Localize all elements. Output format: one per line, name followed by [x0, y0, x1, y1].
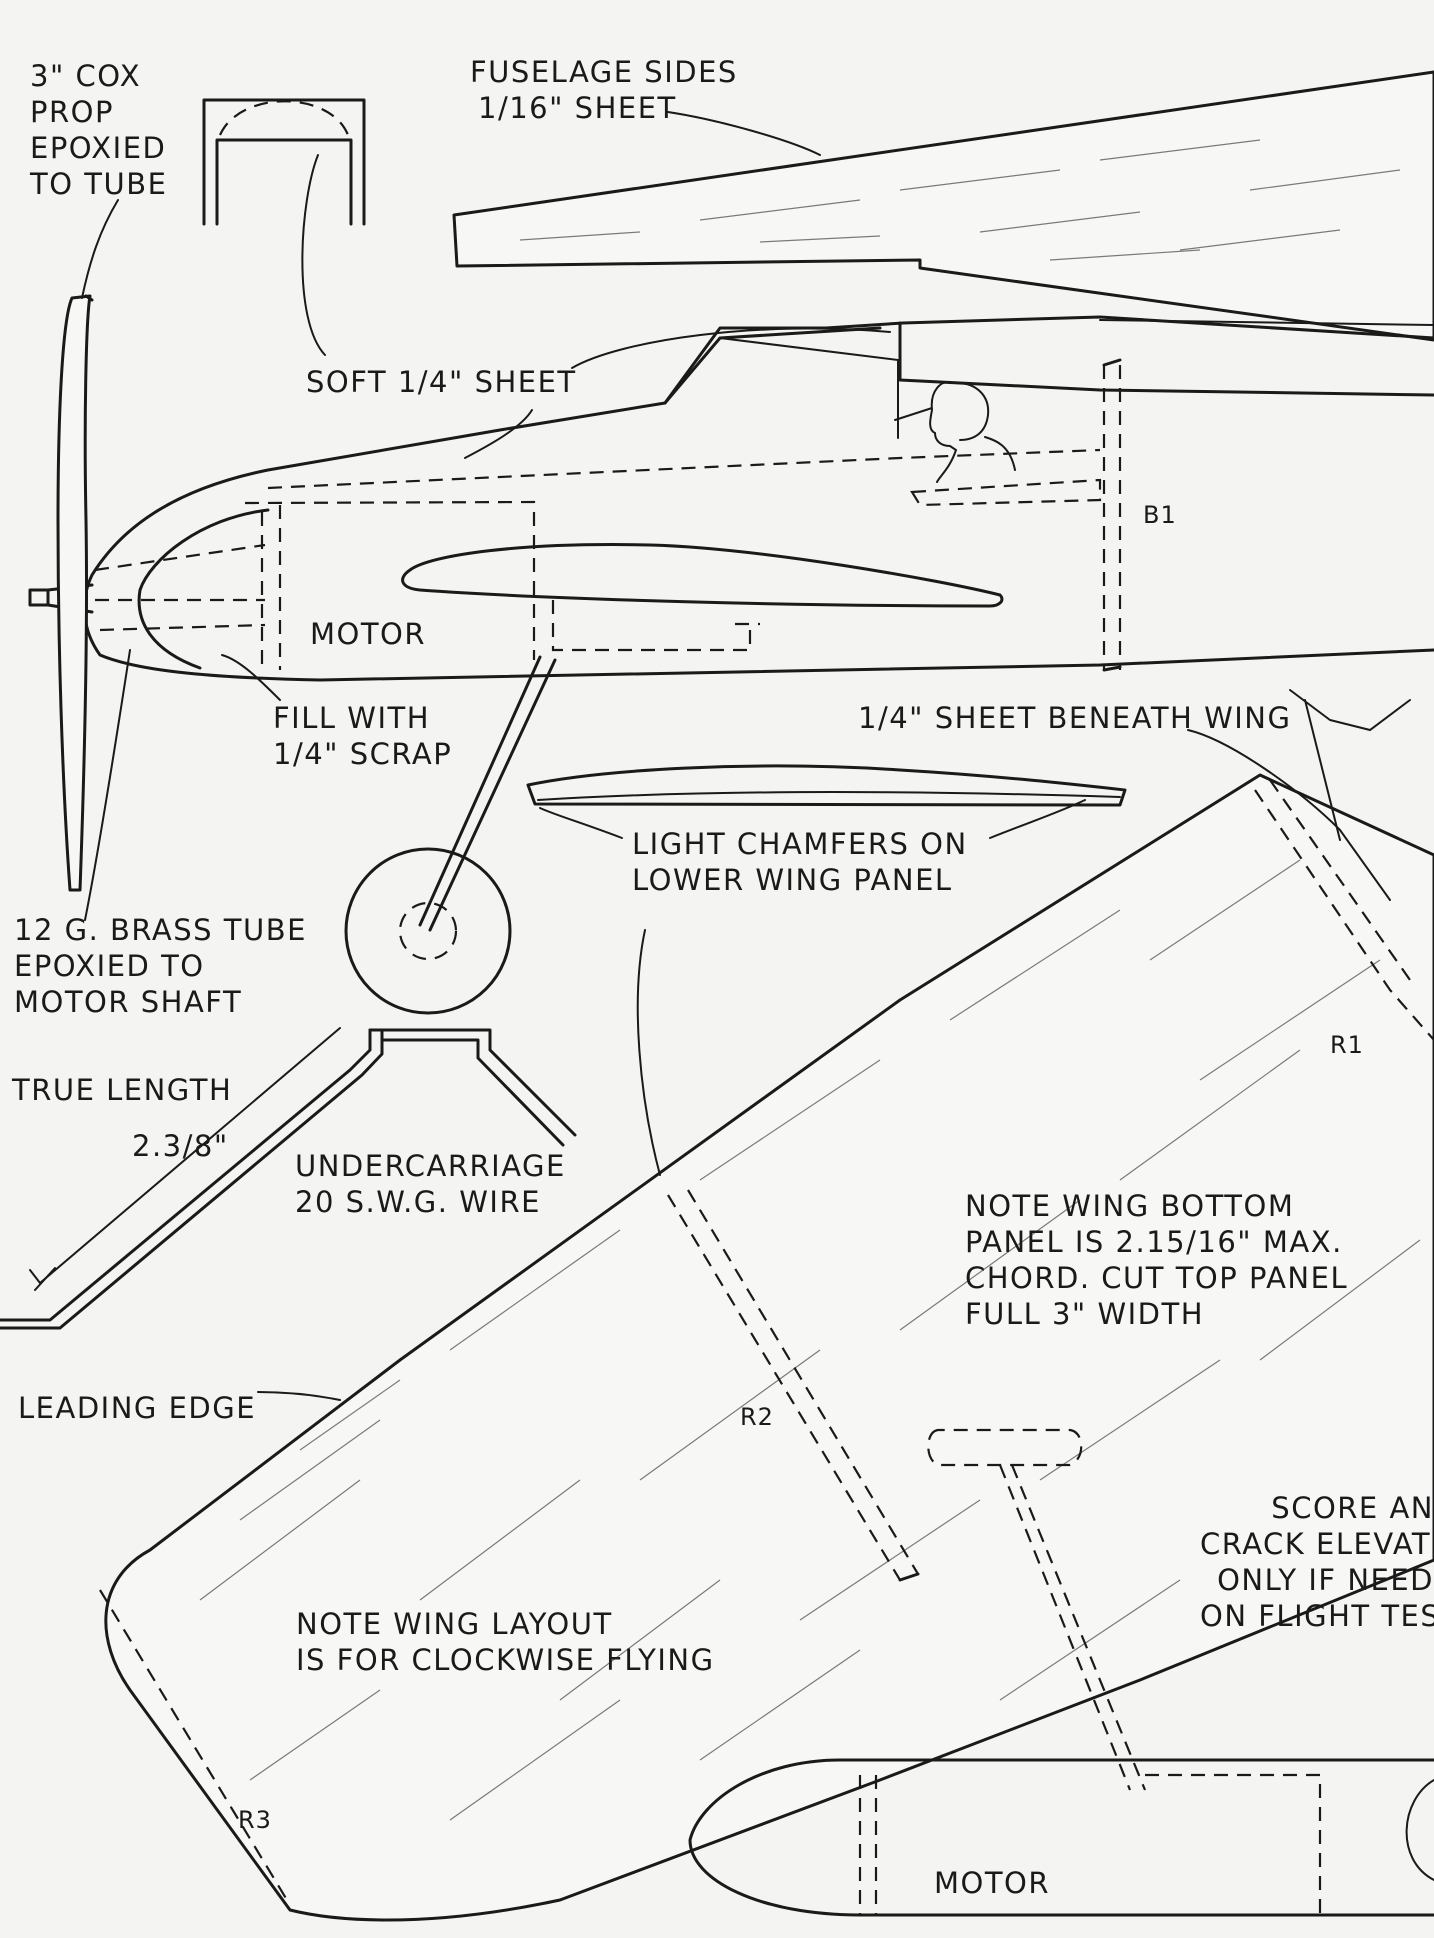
motor-bottom-label: MOTOR — [934, 1866, 1051, 1900]
fill-scrap-label: FILL WITH 1/4" SCRAP — [273, 700, 452, 772]
brass-tube-line-1: 12 G. BRASS TUBE — [14, 913, 307, 947]
leading-edge-label: LEADING EDGE — [18, 1391, 257, 1425]
wing-note-line-4: FULL 3" WIDTH — [965, 1297, 1205, 1331]
score-note-line-2: CRACK ELEVATO — [1200, 1527, 1434, 1561]
score-note-line-3: ONLY IF NEED — [1217, 1563, 1434, 1597]
light-chamfers-line-1: LIGHT CHAMFERS ON — [632, 827, 968, 861]
score-note-line-4: ON FLIGHT TES — [1200, 1599, 1434, 1633]
r1-rib-label: R1 — [1330, 1031, 1364, 1059]
wing-note-label: NOTE WING BOTTOM PANEL IS 2.15/16" MAX. … — [965, 1188, 1348, 1332]
cox-prop-line-3: EPOXIED — [30, 131, 167, 165]
wing-note-line-2: PANEL IS 2.15/16" MAX. — [965, 1225, 1343, 1259]
lower-fuselage-view — [688, 1758, 1434, 1917]
score-elevator-label: SCORE AN CRACK ELEVATO ONLY IF NEED ON F… — [1200, 1490, 1434, 1634]
cox-prop-label: 3" COX PROP EPOXIED TO TUBE — [30, 58, 167, 202]
light-chamfers-line-2: LOWER WING PANEL — [632, 863, 953, 897]
cox-prop-line-1: 3" COX — [30, 59, 142, 93]
length-value-label: 2.3/8" — [132, 1129, 229, 1163]
fuselage-sides-line-2: 1/16" SHEET — [478, 91, 677, 125]
r3-rib-label: R3 — [238, 1806, 272, 1834]
brass-tube-line-2: EPOXIED TO — [14, 949, 205, 983]
wing-layout-note-label: NOTE WING LAYOUT IS FOR CLOCKWISE FLYING — [296, 1606, 715, 1678]
wing-plan — [99, 773, 1434, 1922]
cox-prop-line-4: TO TUBE — [30, 167, 168, 201]
motor-top-label: MOTOR — [310, 617, 427, 651]
propeller — [56, 294, 94, 892]
undercarriage-label: UNDERCARRIAGE 20 S.W.G. WIRE — [295, 1148, 566, 1220]
chamfer-section — [526, 764, 1127, 807]
leader-lines — [81, 111, 1411, 1401]
fuselage-sides-label: FUSELAGE SIDES 1/16" SHEET — [470, 54, 738, 126]
undercarriage-detail — [0, 1027, 577, 1330]
fuselage-sides-line-1: FUSELAGE SIDES — [470, 55, 738, 89]
sheet-beneath-wing-label: 1/4" SHEET BENEATH WING — [858, 701, 1292, 735]
cox-prop-line-2: PROP — [30, 95, 114, 129]
score-note-line-1: SCORE AN — [1271, 1491, 1434, 1525]
wing-note-line-3: CHORD. CUT TOP PANEL — [965, 1261, 1349, 1295]
light-chamfers-label: LIGHT CHAMFERS ON LOWER WING PANEL — [632, 826, 968, 898]
undercarriage-line-2: 20 S.W.G. WIRE — [295, 1185, 541, 1219]
b1-former-label: B1 — [1143, 501, 1177, 529]
r2-rib-label: R2 — [740, 1403, 774, 1431]
fill-scrap-line-2: 1/4" SCRAP — [273, 737, 453, 771]
prop-detail — [202, 98, 366, 226]
fuselage-side-sheet — [452, 70, 1434, 342]
layout-note-line-1: NOTE WING LAYOUT — [296, 1607, 613, 1641]
wheel — [344, 847, 512, 1015]
undercarriage-leg — [418, 655, 557, 932]
layout-note-line-2: IS FOR CLOCKWISE FLYING — [296, 1643, 715, 1677]
brass-tube-label: 12 G. BRASS TUBE EPOXIED TO MOTOR SHAFT — [14, 912, 307, 1020]
fill-scrap-line-1: FILL WITH — [273, 701, 431, 735]
wing-note-line-1: NOTE WING BOTTOM — [965, 1189, 1295, 1223]
soft-sheet-label: SOFT 1/4" SHEET — [306, 365, 577, 399]
brass-tube-line-3: MOTOR SHAFT — [14, 985, 243, 1019]
fuselage-side-view — [28, 315, 1434, 682]
true-length-label: TRUE LENGTH — [12, 1073, 233, 1107]
undercarriage-line-1: UNDERCARRIAGE — [295, 1149, 566, 1183]
